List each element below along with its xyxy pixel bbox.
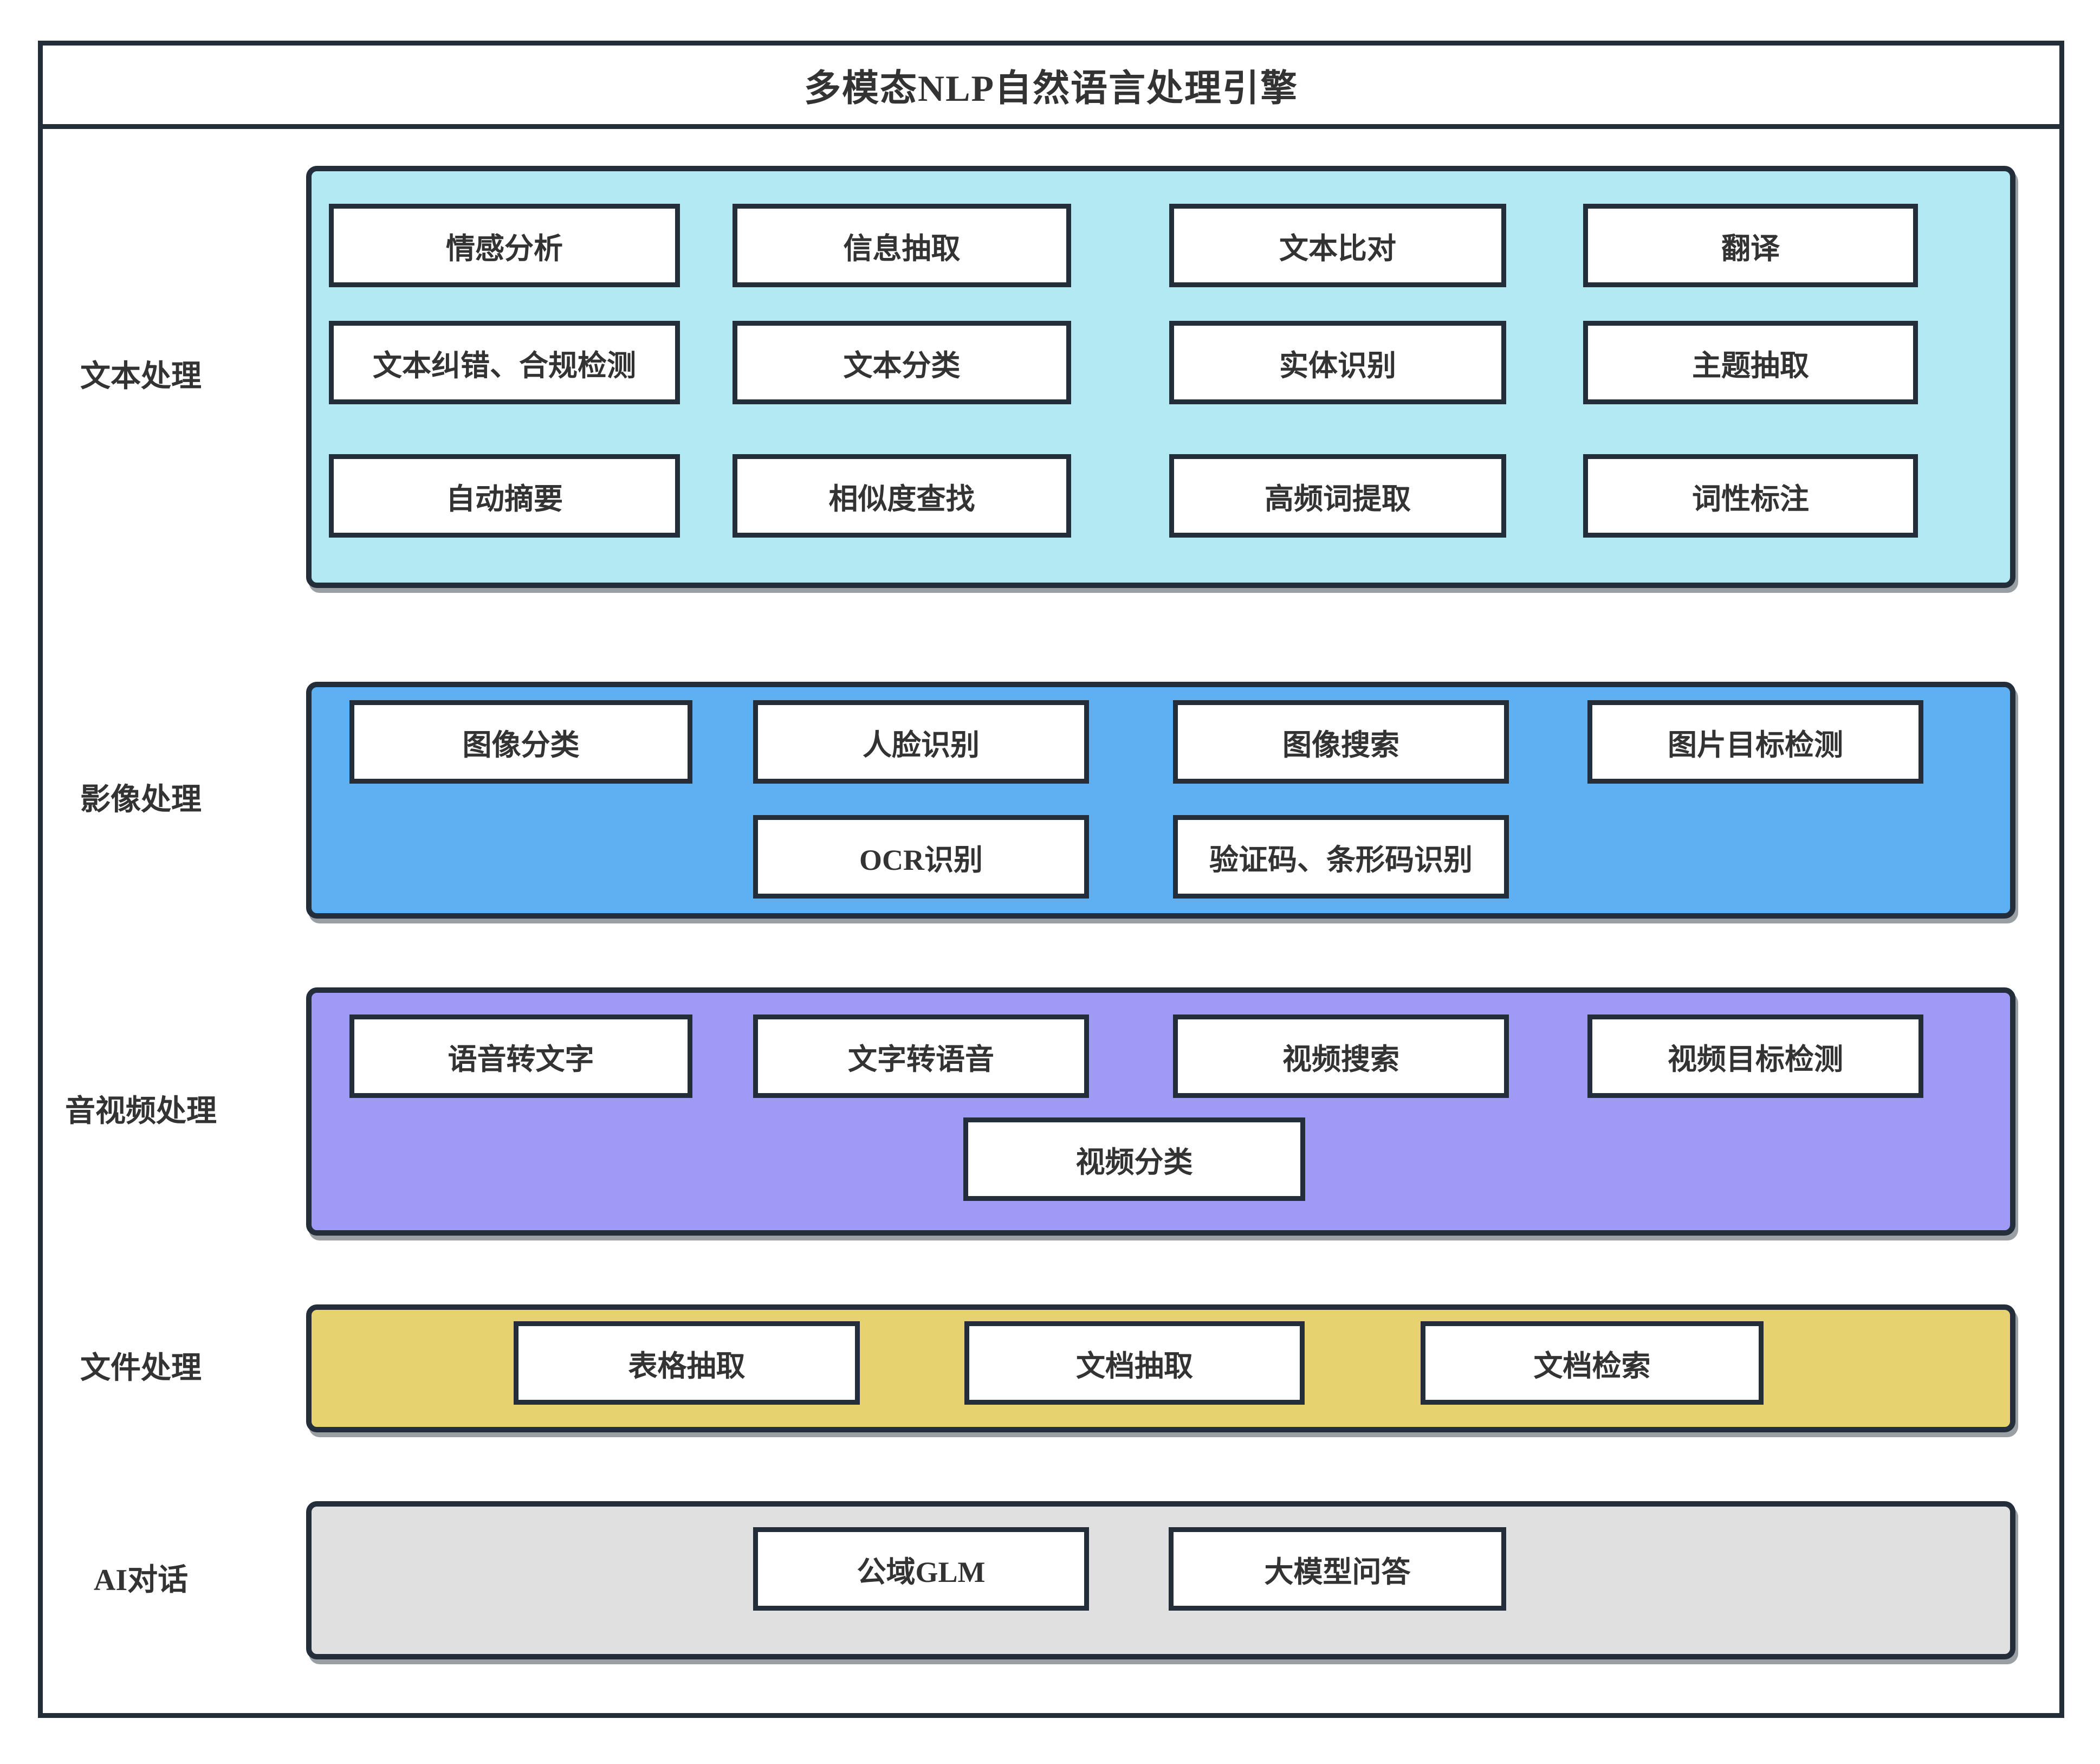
section-label-audio-video-processing: 音视频处理 xyxy=(65,1095,217,1128)
task-box-high-frequency-word-extraction: 高频词提取 xyxy=(1169,454,1506,538)
task-box-auto-summarization: 自动摘要 xyxy=(329,454,680,538)
task-box-document-extraction: 文档抽取 xyxy=(964,1321,1305,1405)
task-box-sentiment-analysis: 情感分析 xyxy=(329,204,680,287)
section-label-text-processing: 文本处理 xyxy=(80,360,202,393)
task-box-information-extraction: 信息抽取 xyxy=(733,204,1071,287)
task-box-document-retrieval: 文档检索 xyxy=(1421,1321,1764,1405)
task-box-llm-qa: 大模型问答 xyxy=(1169,1527,1506,1611)
task-box-speech-to-text: 语音转文字 xyxy=(349,1015,692,1098)
task-box-topic-extraction: 主题抽取 xyxy=(1583,321,1918,404)
task-box-video-search: 视频搜索 xyxy=(1173,1015,1509,1098)
task-box-table-extraction: 表格抽取 xyxy=(514,1321,860,1405)
task-box-image-classification: 图像分类 xyxy=(349,700,692,784)
section-label-file-processing: 文件处理 xyxy=(80,1352,202,1385)
section-label-ai-chat: AI对话 xyxy=(93,1563,189,1597)
task-box-captcha-barcode-recognition: 验证码、条形码识别 xyxy=(1173,815,1509,899)
task-box-public-glm: 公域GLM xyxy=(753,1527,1089,1611)
task-box-pos-tagging: 词性标注 xyxy=(1583,454,1918,538)
task-box-face-recognition: 人脸识别 xyxy=(753,700,1089,784)
task-box-text-comparison: 文本比对 xyxy=(1169,204,1506,287)
section-label-image-processing: 影像处理 xyxy=(80,783,202,817)
task-box-entity-recognition: 实体识别 xyxy=(1169,321,1506,404)
section-panel-ai-chat xyxy=(306,1501,2015,1659)
task-box-similarity-search: 相似度查找 xyxy=(733,454,1071,538)
task-box-video-object-detection: 视频目标检测 xyxy=(1587,1015,1923,1098)
title-bar: 多模态NLP自然语言处理引擎 xyxy=(43,46,2059,129)
task-box-image-object-detection: 图片目标检测 xyxy=(1587,700,1923,784)
task-box-text-to-speech: 文字转语音 xyxy=(753,1015,1089,1098)
task-box-translation: 翻译 xyxy=(1583,204,1918,287)
task-box-text-classification: 文本分类 xyxy=(733,321,1071,404)
task-box-video-classification: 视频分类 xyxy=(963,1117,1305,1201)
diagram-title: 多模态NLP自然语言处理引擎 xyxy=(803,68,1298,109)
task-box-image-search: 图像搜索 xyxy=(1173,700,1509,784)
task-box-text-correction-compliance: 文本纠错、合规检测 xyxy=(329,321,680,404)
task-box-ocr-recognition: OCR识别 xyxy=(753,815,1089,899)
